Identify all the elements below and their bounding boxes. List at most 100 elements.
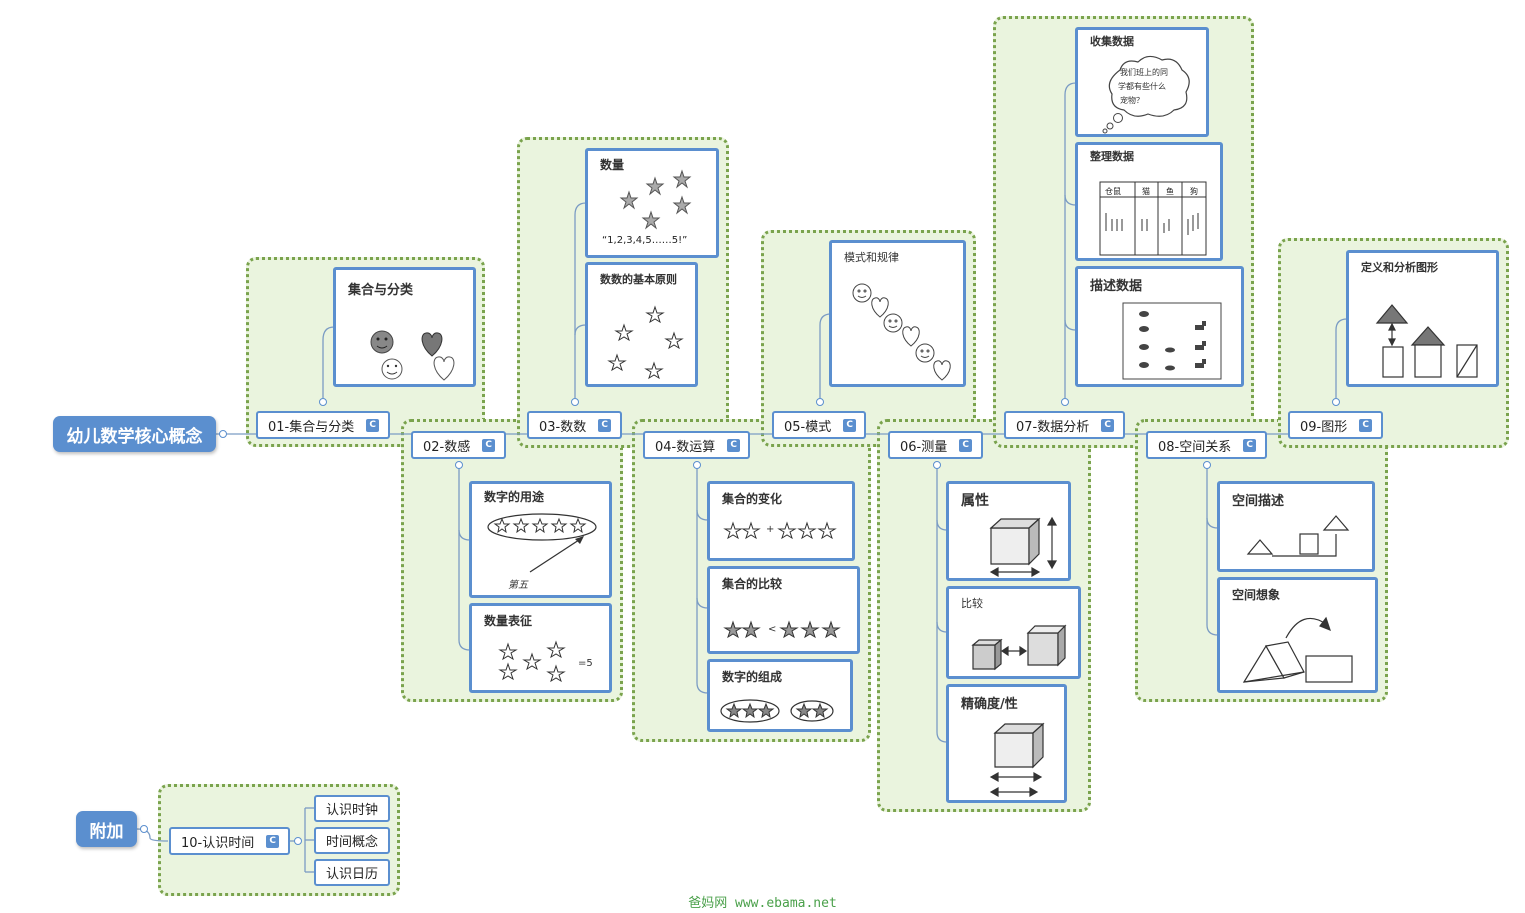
card-title: 属性 [961, 493, 989, 509]
leaf-label: 认识日历 [325, 867, 378, 882]
card-title: 集合与分类 [348, 283, 414, 298]
card-composition[interactable]: 数字的组成 [707, 659, 853, 732]
card-number-rep[interactable]: 数量表征 =5 [469, 603, 612, 693]
gray-stars-illustration [619, 169, 692, 230]
concept-label: 04-数运算 [655, 439, 716, 455]
c-badge-icon[interactable]: C [598, 418, 612, 432]
card-quantity[interactable]: 数量 “1,2,3,4,5……5!” [585, 148, 719, 258]
concept-label: 02-数感 [423, 439, 471, 455]
concept-node-09[interactable]: 09-图形 C [1288, 411, 1383, 439]
collapse-toggle[interactable] [294, 837, 302, 845]
root-node[interactable]: 幼儿数学核心概念 [53, 416, 216, 452]
scattered-stars-illustration [607, 305, 684, 380]
concept-label: 10-认识时间 [181, 835, 255, 851]
collapse-toggle[interactable] [455, 461, 463, 469]
collapse-toggle[interactable] [1332, 398, 1340, 406]
concept-node-10[interactable]: 10-认识时间 C [169, 827, 290, 855]
shapes-analysis-illustration [1375, 304, 1478, 378]
collapse-toggle[interactable] [816, 398, 824, 406]
card-counting-rules[interactable]: 数数的基本原则 [585, 262, 698, 387]
collapse-toggle[interactable] [571, 398, 579, 406]
card-title: 比较 [961, 597, 983, 610]
table-header: 狗 [1190, 187, 1198, 196]
cube-measure-illustration [989, 722, 1045, 798]
card-title: 空间描述 [1232, 494, 1285, 509]
concept-node-07[interactable]: 07-数据分析 C [1004, 411, 1125, 439]
time-item-calendar[interactable]: 认识日历 [314, 859, 390, 886]
extra-node[interactable]: 附加 [76, 811, 137, 847]
thought-bubble-illustration [1102, 55, 1190, 134]
card-shape-def[interactable]: 定义和分析图形 [1346, 250, 1499, 387]
card-set-classify[interactable]: 集合与分类 [333, 267, 476, 387]
card-title: 数数的基本原则 [600, 273, 677, 286]
collapse-toggle[interactable] [1203, 461, 1211, 469]
c-badge-icon[interactable]: C [1359, 418, 1373, 432]
c-badge-icon[interactable]: C [366, 418, 380, 432]
leaf-label: 认识时钟 [325, 803, 378, 818]
time-item-concept[interactable]: 时间概念 [314, 827, 390, 854]
five-stars-illustration [498, 640, 566, 683]
concept-label: 07-数据分析 [1016, 419, 1090, 435]
concept-label: 05-模式 [784, 419, 832, 435]
concept-node-05[interactable]: 05-模式 C [772, 411, 866, 439]
card-precision[interactable]: 精确度/性 [946, 684, 1067, 803]
card-space-desc[interactable]: 空间描述 [1217, 481, 1375, 572]
star-addition-illustration [723, 521, 837, 540]
card-set-compare[interactable]: 集合的比较 < [707, 566, 860, 654]
card-attribute[interactable]: 属性 [946, 481, 1071, 581]
c-badge-icon[interactable]: C [1243, 438, 1257, 452]
c-badge-icon[interactable]: C [266, 834, 280, 848]
card-title: 定义和分析图形 [1361, 261, 1438, 274]
card-organize-data[interactable]: 整理数据 仓鼠 猫 鱼 狗 [1075, 142, 1223, 261]
tally-table-illustration [1099, 181, 1207, 256]
card-title: 集合的比较 [722, 577, 783, 591]
card-title: 数字的用途 [484, 490, 545, 504]
less-than-sign: < [768, 624, 777, 635]
concept-label: 09-图形 [1300, 419, 1348, 435]
time-item-clock[interactable]: 认识时钟 [314, 795, 390, 822]
card-collect-data[interactable]: 收集数据 我们班上的同 学都有些什么 宠物？ [1075, 27, 1209, 137]
card-title: 空间想象 [1232, 588, 1281, 602]
collapse-toggle[interactable] [140, 825, 148, 833]
table-header: 猫 [1142, 187, 1150, 196]
pet-pictograph-illustration [1122, 302, 1222, 380]
concept-node-04[interactable]: 04-数运算 C [643, 431, 750, 459]
c-badge-icon[interactable]: C [482, 438, 496, 452]
smiley-heart-pattern [852, 283, 951, 381]
bubble-line: 我们班上的同 [1120, 68, 1168, 77]
card-describe-data[interactable]: 描述数据 [1075, 266, 1244, 387]
card-space-imag[interactable]: 空间想象 [1217, 577, 1378, 693]
grouped-stars-illustration [720, 699, 834, 723]
card-title: 数量 [600, 158, 625, 172]
concept-node-02[interactable]: 02-数感 C [411, 431, 506, 459]
card-title: 数量表征 [484, 614, 533, 628]
card-title: 模式和规律 [844, 251, 899, 264]
c-badge-icon[interactable]: C [727, 438, 740, 452]
cube-dimensions-illustration [989, 516, 1058, 578]
card-title: 精确度/性 [961, 697, 1018, 712]
equals-label: =5 [578, 658, 593, 669]
watermark: 爸妈网 www.ebama.net [688, 896, 837, 911]
c-badge-icon[interactable]: C [843, 418, 856, 432]
card-title: 集合的变化 [722, 492, 783, 506]
collapse-toggle[interactable] [319, 398, 327, 406]
collapse-toggle[interactable] [219, 430, 227, 438]
c-badge-icon[interactable]: C [959, 438, 973, 452]
card-set-change[interactable]: 集合的变化 + [707, 481, 855, 561]
collapse-toggle[interactable] [933, 461, 941, 469]
collapse-toggle[interactable] [1061, 398, 1069, 406]
table-header: 仓鼠 [1105, 187, 1121, 196]
card-compare[interactable]: 比较 [946, 586, 1081, 679]
card-number-use[interactable]: 数字的用途 第五 [469, 481, 612, 598]
c-badge-icon[interactable]: C [1101, 418, 1115, 432]
collapse-toggle[interactable] [693, 461, 701, 469]
bubble-line: 宠物？ [1120, 96, 1144, 105]
root-label: 幼儿数学核心概念 [66, 426, 203, 447]
plus-sign: + [766, 524, 775, 535]
card-pattern[interactable]: 模式和规律 [829, 240, 966, 387]
